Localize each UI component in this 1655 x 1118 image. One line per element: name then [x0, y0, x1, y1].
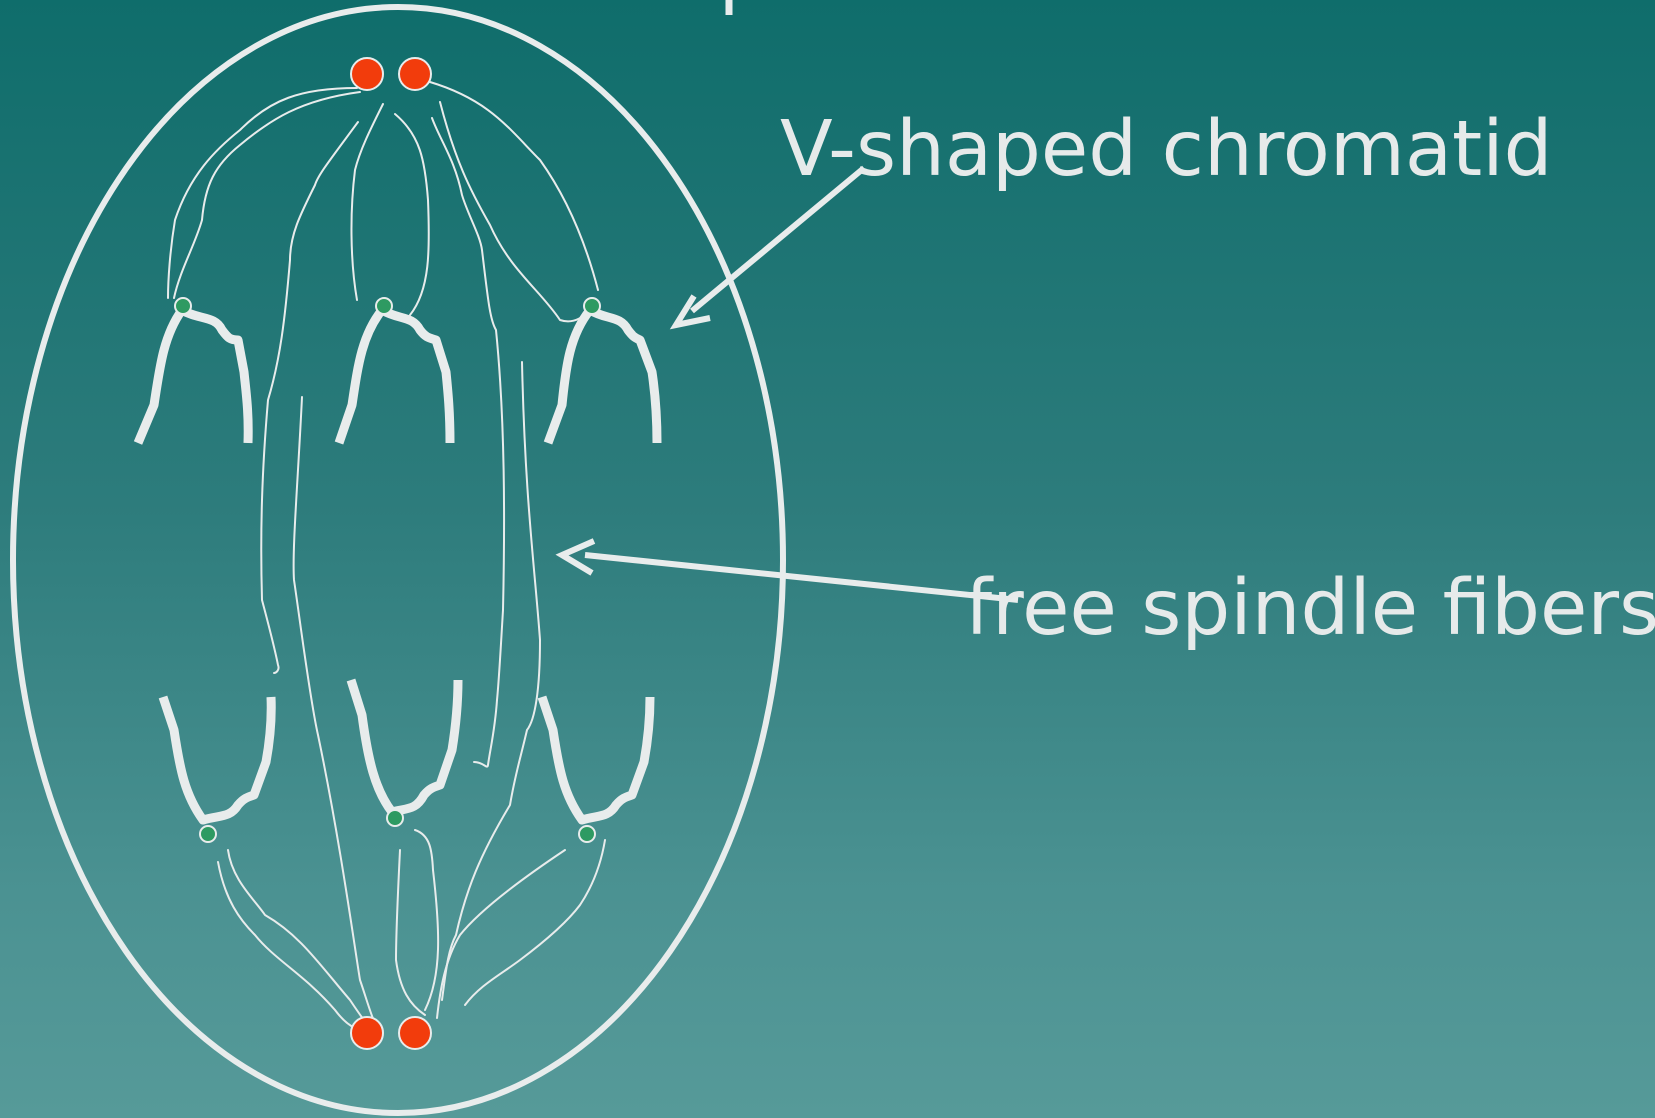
centrioles — [350, 57, 432, 1050]
spindle-fiber — [260, 121, 359, 674]
spindle-fiber — [441, 361, 541, 1001]
spindle-fibers — [167, 81, 606, 1031]
centromere — [583, 297, 601, 315]
v-shaped-chromatid — [543, 305, 662, 445]
v-shaped-chromatid — [158, 695, 276, 825]
centromere — [386, 809, 404, 827]
spindle-fiber — [414, 829, 440, 1011]
centriole — [350, 1016, 384, 1050]
spindle-fiber — [431, 117, 506, 768]
centromere — [199, 825, 217, 843]
v-shaped-chromatid — [346, 678, 463, 817]
spindle-fiber — [350, 103, 384, 301]
spindle-pointer-line — [584, 552, 1019, 603]
free-spindle-fibers-label: free spindle fibers — [965, 564, 1655, 653]
chromatid-pointer-arrowhead — [669, 294, 711, 330]
centriole — [350, 57, 384, 91]
spindle-fiber — [292, 396, 381, 1031]
spindle-fiber — [167, 87, 358, 299]
spindle-fiber — [217, 861, 369, 1031]
centromere — [578, 825, 596, 843]
centromere — [375, 297, 393, 315]
pointer-arrows — [555, 165, 1019, 603]
spindle-fiber — [394, 113, 430, 316]
centriole — [398, 1016, 432, 1050]
spindle-fiber — [439, 101, 591, 323]
spindle-fiber — [173, 91, 361, 299]
spindle-fiber — [436, 849, 566, 1019]
spindle-pointer-arrowhead — [555, 538, 596, 576]
chromatids-upper — [133, 305, 662, 445]
chromatids-lower — [158, 678, 655, 825]
spindle-fiber — [429, 81, 599, 291]
cell-membrane — [10, 4, 786, 1116]
spindle-fiber — [464, 839, 606, 1006]
v-shaped-chromatid-label: V-shaped chromatid — [780, 105, 1553, 194]
centromeres — [174, 297, 601, 843]
chromatid-pointer-line — [690, 165, 866, 314]
centriole — [398, 57, 432, 91]
spindle-fiber — [395, 849, 426, 1016]
centromere — [174, 297, 192, 315]
v-shaped-chromatid — [133, 305, 253, 445]
spindle-fiber — [227, 849, 369, 1026]
v-shaped-chromatid — [537, 695, 655, 825]
v-shaped-chromatid — [334, 305, 455, 445]
